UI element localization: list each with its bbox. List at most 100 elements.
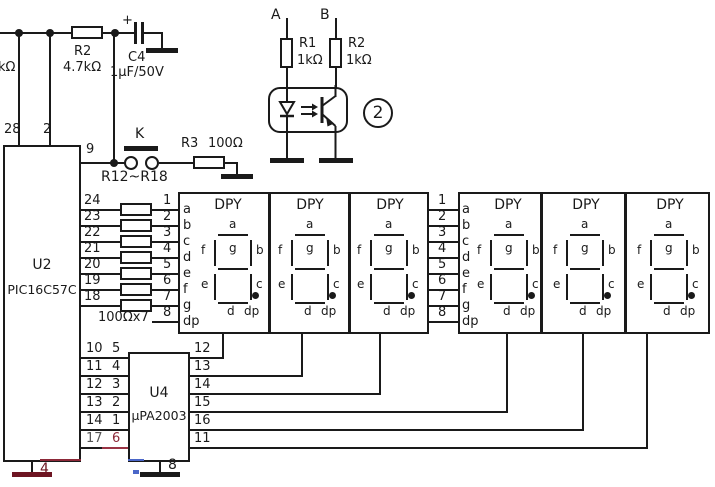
bus-line-number: 6 [438,273,447,288]
segment-line-number: 2 [163,209,172,224]
seg-b-label: b [333,243,341,257]
dpy-title: DPY [376,197,404,213]
bus-line-number: 3 [438,225,447,240]
seg-a-bar [654,234,684,236]
wire [81,357,128,359]
wire [81,257,120,259]
c4-value: 1μF/50V [110,65,164,80]
dpy-pin-label: dp [462,314,479,329]
resistor-r17 [120,283,152,296]
wire [152,305,178,307]
seg-d-label: d [227,304,235,318]
wire [152,289,178,291]
seg-dp-label: dp [244,304,260,318]
seg-f-label: f [278,243,283,257]
seg-c-bar [327,274,329,300]
bus-wire [428,241,459,243]
u4-in-pin-label: 3 [112,377,121,392]
seg-f-bar [291,240,293,266]
seg-f-label: f [201,243,206,257]
u2-pin28-label: 28 [4,122,21,137]
u4-out-pin-label: 16 [194,413,211,428]
seg-d-bar [494,302,524,304]
seg-e-label: e [553,277,561,291]
u2-part: PIC16C57C [7,282,77,297]
wire [81,375,128,377]
seg-d-label: d [383,304,391,318]
r1-opto-value: 1kΩ [297,53,323,68]
bus-line-number: 7 [438,289,447,304]
scan-artifact [133,470,139,474]
wire [225,162,238,164]
wire [152,257,178,259]
seg-dp-label: dp [680,304,696,318]
u4-in-pin-label: 1 [112,413,121,428]
u2-seg-pin-label: 19 [84,273,101,288]
u2-drv-pin-label: 10 [86,341,103,356]
switch-contact [145,156,159,170]
segment-line-number: 1 [163,193,172,208]
dpy-pin-label: g [462,298,471,313]
seven-segment-drawing: a f g b e c d dp [356,218,422,322]
seg-c-label: c [333,277,340,291]
scan-artifact [102,447,128,449]
wire [31,462,33,472]
wire [81,289,120,291]
wire [286,18,288,38]
seg-a-label: a [306,217,314,231]
wire [144,32,163,34]
dpy-pin-label: e [183,266,191,281]
bus-wire [428,257,459,259]
resistor-network-value-label: 100Ωx7 [98,310,149,325]
dpy-pin-label: a [462,202,470,217]
seg-f-bar [490,240,492,266]
bus-wire [428,273,459,275]
seg-e-bar [370,274,372,300]
input-b-label: B [320,7,330,23]
seg-d-bar [570,302,600,304]
wire [81,305,120,307]
seg-e-label: e [637,277,645,291]
decimal-point-dot [688,292,695,299]
seg-f-label: f [357,243,362,257]
seg-d-bar [218,302,248,304]
seg-e-label: e [477,277,485,291]
switch-contact [124,156,138,170]
dpy-title: DPY [296,197,324,213]
scan-artifact [40,459,81,461]
segment-line-number: 8 [163,305,172,320]
wire [379,333,381,395]
dpy-pin-label: c [462,234,470,249]
r2-opto-ref: R2 [348,36,366,51]
seg-d-bar [374,302,404,304]
seg-f-label: f [637,243,642,257]
dpy-pin-label: f [462,282,467,297]
dpy-pin-label: e [462,266,470,281]
wire [152,225,178,227]
u2-drv-pin-label: 11 [86,359,103,374]
resistor-r15 [120,251,152,264]
bus-line-number: 4 [438,241,447,256]
u2-pin2-label: 2 [43,122,52,137]
seg-b-label: b [256,243,264,257]
seg-g-label: g [385,241,393,255]
capacitor-plate [134,22,137,44]
dpy-display-6 [625,192,710,334]
u4-ref: U4 [149,385,169,401]
dpy-pin-label: dp [183,314,200,329]
bus-wire [428,209,459,211]
u2-seg-pin-label: 22 [84,225,101,240]
dpy-pin-label: f [183,282,188,297]
wire [646,333,648,449]
u2-drv-pin-label: 12 [86,377,103,392]
partial-resistor-label: kΩ [0,60,16,75]
seg-b-bar [327,240,329,266]
dpy-title: DPY [656,197,684,213]
dpy-title: DPY [214,197,242,213]
resistor-r12 [120,203,152,216]
wire [301,333,303,377]
seg-e-label: e [357,277,365,291]
seg-b-label: b [532,243,540,257]
wire-digit2 [190,375,303,377]
seg-a-bar [374,234,404,236]
